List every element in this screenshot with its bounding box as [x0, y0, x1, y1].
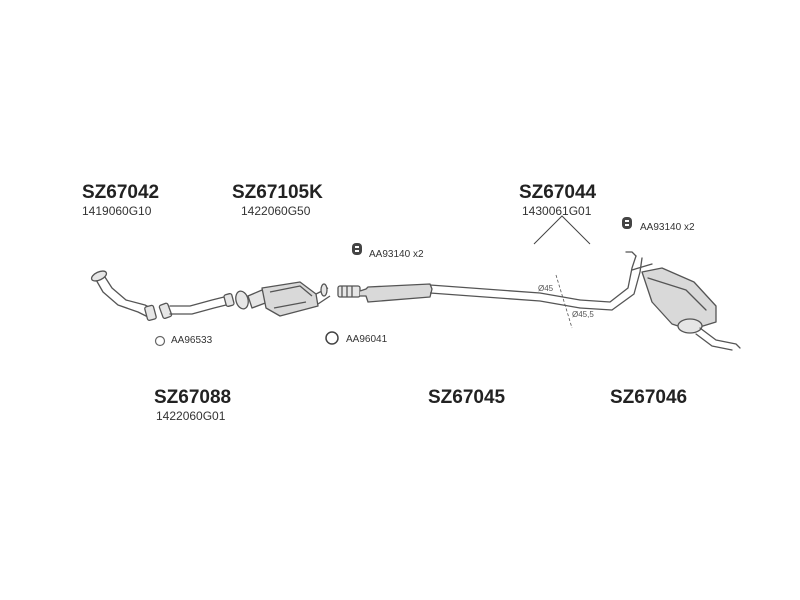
- hardware-label: AA96041: [346, 335, 387, 345]
- hardware-label: AA93140 x2: [640, 223, 695, 233]
- hardware-label: AA93140 x2: [369, 250, 424, 260]
- rubber-mount-icon: [622, 217, 632, 229]
- diameter-label: Ø45: [538, 284, 554, 293]
- diameter-label: Ø45,5: [572, 310, 594, 319]
- part-code: SZ67088: [154, 387, 232, 408]
- hardware-code: AA93140: [640, 222, 682, 233]
- front-pipe: [90, 270, 157, 321]
- oem-number: 1422060G01: [156, 409, 226, 423]
- hardware-code: AA93140: [369, 249, 411, 260]
- middle-pipe: [337, 283, 581, 309]
- hardware-label: AA96533: [171, 336, 212, 346]
- hardware-code: AA96533: [171, 335, 213, 346]
- hardware-qty: x2: [412, 249, 424, 260]
- oem-number: 1419060G10: [82, 204, 152, 218]
- oem-number: 1430061G01: [522, 204, 592, 218]
- dimension-leader: [555, 274, 573, 329]
- part-code: SZ67044: [519, 182, 597, 203]
- intermediate-pipe: [158, 292, 235, 320]
- catalytic-converter: [235, 281, 331, 317]
- rear-pipe-silencer: [579, 251, 741, 351]
- group-bracket-lines: [533, 215, 591, 245]
- part-code: SZ67042: [82, 182, 160, 203]
- part-code: SZ67046: [610, 387, 688, 408]
- oem-number: 1422060G50: [241, 204, 311, 218]
- part-code: SZ67045: [428, 387, 506, 408]
- rubber-mount-icon: [352, 243, 362, 255]
- ring-icon: [325, 331, 339, 345]
- hardware-qty: x2: [683, 222, 695, 233]
- part-code: SZ67105K: [232, 182, 323, 203]
- hardware-code: AA96041: [346, 334, 388, 345]
- gasket-icon: [154, 335, 166, 347]
